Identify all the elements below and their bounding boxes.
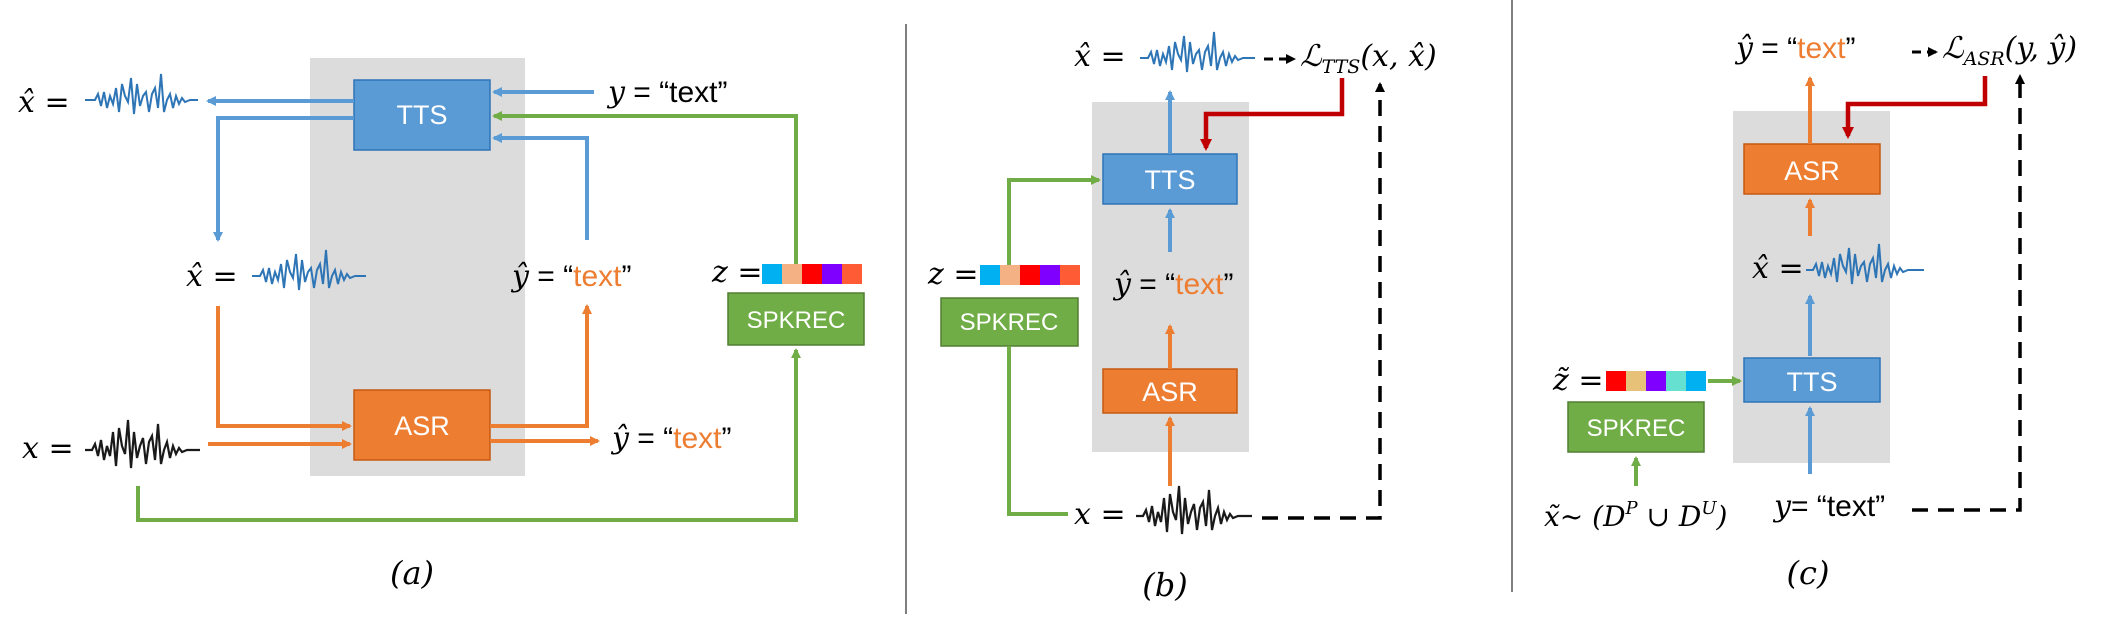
panel-c-y-var: y bbox=[1772, 489, 1792, 524]
panel-c-tts-box bbox=[1743, 357, 1881, 403]
panel-a-y-hat-mid-eq: = “ bbox=[529, 260, 573, 293]
panel-c-loss-args: (y, ŷ) bbox=[2005, 31, 2077, 66]
panel-b-embedding-bar bbox=[980, 265, 1080, 285]
panel-a-tts-label: TTS bbox=[397, 100, 448, 130]
panel-b-tts-box bbox=[1102, 153, 1238, 205]
panel-b-loss-sub: TTS bbox=[1322, 56, 1361, 78]
panel-a-z-label: z = bbox=[711, 255, 762, 290]
panel-b-asr-box bbox=[1102, 368, 1238, 414]
panel-a-y-hat-bot-eq: = “ bbox=[629, 422, 673, 455]
panel-c-dash-y-to-loss bbox=[1912, 74, 2025, 512]
panel-c-embedding-bar bbox=[1606, 371, 1706, 391]
panel-c-x-hat-label: x̂ = bbox=[1752, 251, 1804, 286]
panel-c-loss: ℒASR(y, ŷ) bbox=[1942, 31, 2077, 70]
panel-b-y-hat-word: text bbox=[1175, 268, 1224, 301]
panel-a-tts-box bbox=[353, 79, 491, 151]
panel-c-asr-box bbox=[1743, 143, 1881, 195]
panel-a-arrow-asr-up-to-yhat bbox=[490, 304, 592, 428]
panel-a-waveform-mid bbox=[252, 249, 366, 291]
panel-c-y-hat: ŷ = “text” bbox=[1734, 31, 1856, 66]
panel-a-y-input: y = “text” bbox=[606, 75, 728, 110]
panel-b-loss-args: (x, x̂) bbox=[1360, 39, 1436, 74]
panel-a-arrow-x-to-spkrec bbox=[136, 348, 801, 522]
panel-a-y-hat-bot: ŷ = “text” bbox=[610, 421, 732, 456]
panel-c-tts-label: TTS bbox=[1787, 367, 1838, 397]
panel-a-arrow-spkrec-to-tts bbox=[492, 111, 798, 264]
panel-c-loss-symbol: ℒ bbox=[1942, 31, 1965, 66]
panel-c-y-hat-eq: = “ bbox=[1753, 32, 1797, 65]
panel-a-y-hat-mid-close: ” bbox=[622, 260, 632, 293]
panel-c-z-tilde-label: z̃ = bbox=[1552, 363, 1603, 398]
panel-a-y-input-word: text bbox=[669, 76, 718, 109]
panel-b-y-hat-eq: = “ bbox=[1131, 268, 1175, 301]
panel-b-waveform-xhat bbox=[1140, 31, 1255, 73]
panel-a-spkrec-box bbox=[727, 292, 865, 346]
panel-a-y-input-var: y bbox=[606, 75, 626, 110]
panel-c-x-tilde-sup1: P bbox=[1625, 498, 1639, 519]
panel-a-asr-box bbox=[353, 389, 491, 461]
panel-a-y-hat-bot-var: ŷ bbox=[610, 421, 630, 456]
panel-c-caption: (c) bbox=[1787, 554, 1830, 592]
panel-c-x-tilde-close: ) bbox=[1716, 500, 1728, 533]
panel-c-y-input: y= “text” bbox=[1772, 489, 1885, 524]
panel-b-loss-symbol: ℒ bbox=[1300, 39, 1323, 74]
panel-c-y-eq: = “ bbox=[1791, 490, 1827, 523]
panel-a-y-hat-mid: ŷ = “text” bbox=[510, 259, 632, 294]
panel-a-spkrec-label: SPKREC bbox=[747, 307, 846, 334]
panel-b-dash-x-to-loss bbox=[1262, 82, 1385, 520]
panel-a-arrow-yhat-up-to-tts bbox=[492, 133, 589, 240]
panel-c: ŷ = “text” ℒASR(y, ŷ) ASR x̂ = TTS z̃ = bbox=[1544, 31, 2077, 592]
panel-a-x-hat-mid: x̂ = bbox=[186, 259, 238, 294]
panel-b-caption: (b) bbox=[1142, 566, 1187, 604]
panel-c-x-tilde-main: x̃~ (D bbox=[1544, 500, 1626, 533]
panel-a-caption: (a) bbox=[390, 554, 434, 592]
panel-c-asr-label: ASR bbox=[1784, 156, 1840, 186]
panel-a-arrow-tts-down-to-xhatmid bbox=[213, 116, 354, 242]
panel-b-y-hat: ŷ = “text” bbox=[1112, 267, 1234, 302]
panel-c-red-feedback bbox=[1842, 76, 1988, 139]
panel-b-y-hat-close: ” bbox=[1224, 268, 1234, 301]
panel-a-x-label: x = bbox=[22, 431, 74, 466]
panel-a-y-hat-mid-word: text bbox=[573, 260, 622, 293]
panel-b-y-hat-var: ŷ bbox=[1112, 267, 1132, 302]
panel-b-x-label: x = bbox=[1074, 497, 1126, 532]
panel-c-y-hat-word: text bbox=[1797, 32, 1846, 65]
panel-c-x-tilde-union: ∪ D bbox=[1638, 500, 1702, 533]
panel-c-spkrec-label: SPKREC bbox=[1587, 415, 1686, 442]
panel-a-y-hat-bot-word: text bbox=[673, 422, 722, 455]
panel-b-arrow-spkrec-to-tts bbox=[1007, 175, 1101, 265]
panel-c-spkrec-box bbox=[1567, 401, 1705, 453]
panel-a-y-input-close: ” bbox=[718, 76, 728, 109]
panel-b-z-label: z = bbox=[927, 257, 978, 292]
panel-a-y-hat-bot-close: ” bbox=[722, 422, 732, 455]
panel-c-y-hat-var: ŷ bbox=[1734, 31, 1754, 66]
panel-a-y-input-eq: = “ bbox=[625, 76, 669, 109]
panel-c-x-tilde: x̃~ (DP ∪ DU) bbox=[1544, 498, 1727, 533]
panel-b-tts-label: TTS bbox=[1145, 165, 1196, 195]
panel-a-waveform-x bbox=[85, 419, 200, 469]
panel-a-x-hat-top: x̂ = bbox=[18, 85, 70, 120]
panel-c-y-close: ” bbox=[1875, 490, 1885, 523]
panel-b-asr-label: ASR bbox=[1142, 377, 1198, 407]
panel-a-asr-label: ASR bbox=[394, 411, 450, 441]
panel-b-waveform-x bbox=[1136, 485, 1252, 535]
panel-c-loss-sub: ASR bbox=[1962, 48, 2005, 70]
panel-c-y-word: text bbox=[1827, 490, 1876, 523]
panel-a-waveform-top bbox=[85, 73, 198, 115]
panel-b-x-hat-label: x̂ = bbox=[1074, 39, 1126, 74]
panel-a-y-hat-mid-var: ŷ bbox=[510, 259, 530, 294]
panel-b: TTS ASR SPKREC x̂ = ℒTTS(x, x̂) ŷ = “tex… bbox=[927, 31, 1437, 604]
panel-c-y-hat-close: ” bbox=[1846, 32, 1856, 65]
panel-c-waveform-xhat bbox=[1806, 243, 1924, 285]
panel-b-arrow-x-to-spkrec bbox=[1007, 346, 1068, 516]
panel-c-x-tilde-sup2: U bbox=[1701, 498, 1717, 519]
panel-a: TTS ASR SPKREC x̂ = x̂ = x = y = “text” … bbox=[18, 58, 865, 592]
panel-b-red-feedback bbox=[1200, 78, 1345, 151]
panel-a-arrow-xhat-to-asr bbox=[216, 306, 352, 431]
panel-b-spkrec-label: SPKREC bbox=[960, 309, 1059, 336]
panel-b-loss: ℒTTS(x, x̂) bbox=[1300, 39, 1437, 78]
panel-a-embedding-bar bbox=[762, 264, 862, 284]
